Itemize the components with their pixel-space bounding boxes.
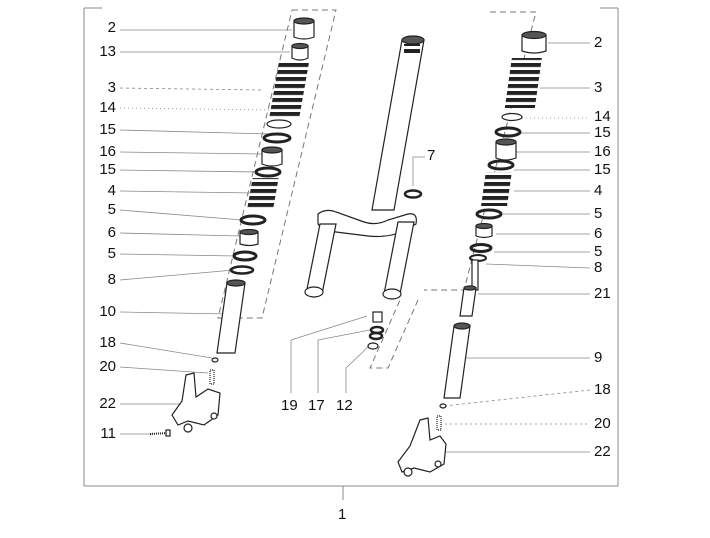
- spring-4-left: [246, 178, 279, 210]
- callout-label: 11: [100, 425, 116, 442]
- assembly-label: 1: [338, 506, 347, 523]
- callout-label: 8: [107, 271, 116, 288]
- callout-label: 18: [594, 381, 611, 398]
- steering-stem-assembly: [304, 35, 425, 350]
- callout-label: 6: [594, 225, 603, 242]
- rod-21: [459, 287, 477, 317]
- callout-label: 16: [594, 143, 611, 160]
- callout-label: 22: [99, 395, 116, 412]
- callout-label: 16: [99, 143, 116, 160]
- callout-label: 5: [594, 205, 603, 222]
- spring-4-right: [481, 172, 512, 206]
- callout-label: 10: [99, 303, 116, 320]
- callout-label: 22: [594, 443, 611, 460]
- callout-label: 15: [594, 124, 611, 141]
- callout-label: 5: [594, 243, 603, 260]
- callout-label: 8: [594, 259, 603, 276]
- right-leg-parts: [397, 30, 547, 477]
- callout-label: 5: [107, 245, 116, 262]
- callout-label: 2: [107, 19, 116, 36]
- callout-label: 7: [427, 147, 436, 164]
- callout-label: 6: [107, 224, 116, 241]
- assembly-frame: [83, 7, 619, 500]
- callout-label: 18: [99, 334, 116, 351]
- callout-label: 4: [594, 182, 603, 199]
- callout-label: 5: [107, 201, 116, 218]
- callout-label: 3: [594, 79, 603, 96]
- callout-label: 21: [594, 285, 611, 302]
- leader-lines: [119, 29, 591, 453]
- washer-14-left: [266, 119, 292, 129]
- callout-label: 4: [107, 182, 116, 199]
- callout-label: 14: [99, 99, 116, 116]
- callout-label: 19: [281, 397, 298, 414]
- callout-label: 12: [336, 397, 353, 414]
- bracket-22-right: [397, 417, 447, 473]
- spring-3-left: [269, 62, 310, 118]
- stanchion-left: [305, 223, 337, 295]
- group-outlines: [217, 9, 537, 369]
- bracket-22-left: [171, 372, 221, 426]
- callout-label: 13: [99, 43, 116, 60]
- callout-label: 17: [308, 397, 325, 414]
- callout-label: 3: [107, 79, 116, 96]
- callout-label: 20: [594, 415, 611, 432]
- steering-tube: [371, 39, 425, 211]
- tube-9: [443, 325, 471, 399]
- callout-label: 20: [99, 358, 116, 375]
- left-leg-parts: [149, 17, 315, 437]
- spring-3-right: [504, 58, 542, 108]
- callout-label: 2: [594, 34, 603, 51]
- callout-label: 14: [594, 108, 611, 125]
- callout-label: 15: [594, 161, 611, 178]
- callout-label: 15: [99, 121, 116, 138]
- callout-label: 15: [99, 161, 116, 178]
- callout-label: 9: [594, 349, 603, 366]
